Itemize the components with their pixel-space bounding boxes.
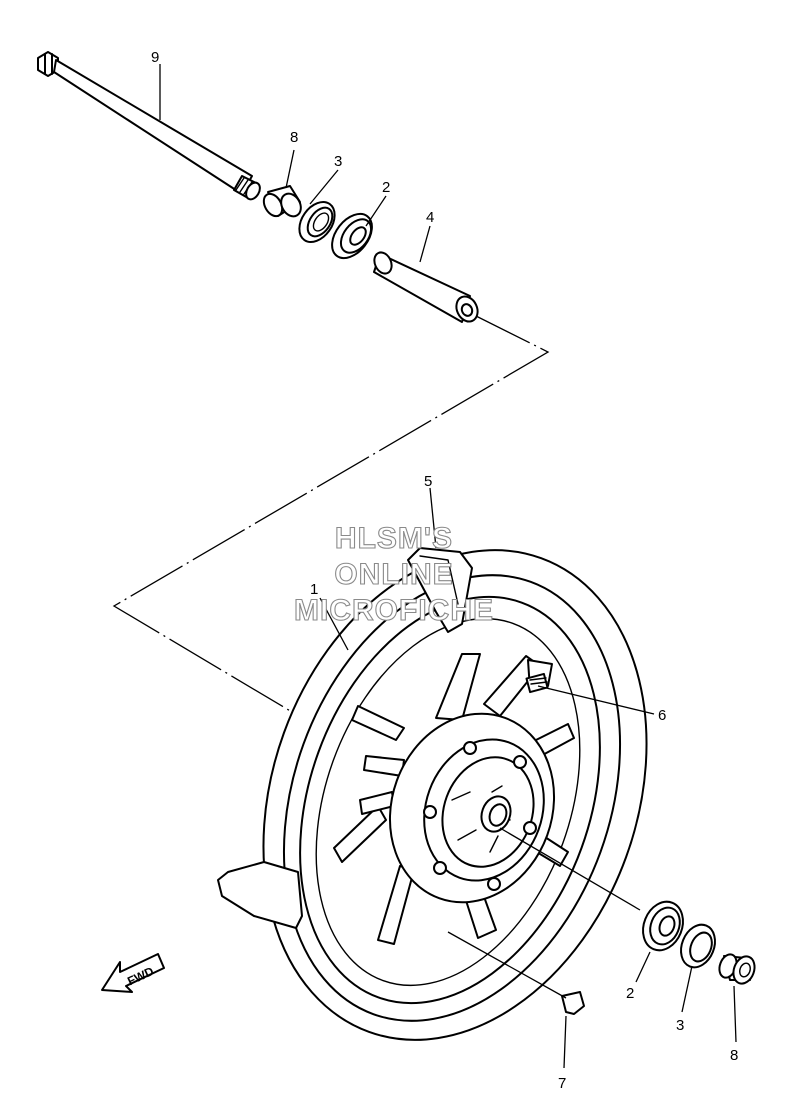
callout-tire: 5 [424, 473, 432, 490]
leader-lines [159, 64, 737, 1069]
callout-oil-seal-lower: 3 [676, 1017, 684, 1034]
front-wheel [217, 547, 648, 1041]
watermark-line-1: HLSM'S [335, 522, 453, 555]
callout-wheel: 1 [310, 581, 318, 598]
callout-bearing-lower: 2 [626, 985, 634, 1002]
callouts: 9 8 3 2 4 5 1 6 2 3 8 7 [151, 49, 738, 1092]
oil-seal-lower [680, 923, 716, 969]
axle-shaft [37, 51, 261, 201]
callout-oil-seal-upper: 3 [334, 153, 342, 170]
watermark: HLSM'S ONLINE MICROFICHE [293, 521, 494, 627]
assembly-guide-line [112, 315, 550, 713]
oil-seal-upper [298, 201, 336, 243]
bearing-lower [642, 900, 684, 952]
spacer-tube [373, 251, 479, 323]
callout-balance-weight: 7 [558, 1075, 566, 1092]
callout-axle: 9 [151, 49, 159, 66]
callout-valve: 6 [658, 707, 666, 724]
balance-weight [561, 991, 585, 1015]
watermark-line-2: ONLINE [334, 558, 453, 591]
callout-collar-lower: 8 [730, 1047, 738, 1064]
collar-lower [718, 953, 756, 985]
hub-bolt-tabs [423, 741, 537, 891]
callout-collar-upper: 8 [290, 129, 298, 146]
callout-spacer: 4 [426, 209, 434, 226]
collar-upper [262, 185, 302, 218]
fwd-arrow-icon: FWD [101, 953, 165, 993]
tire-valve [525, 659, 553, 694]
callout-bearing-upper: 2 [382, 179, 390, 196]
bearing-upper [331, 212, 373, 260]
watermark-line-3: MICROFICHE [294, 594, 494, 627]
